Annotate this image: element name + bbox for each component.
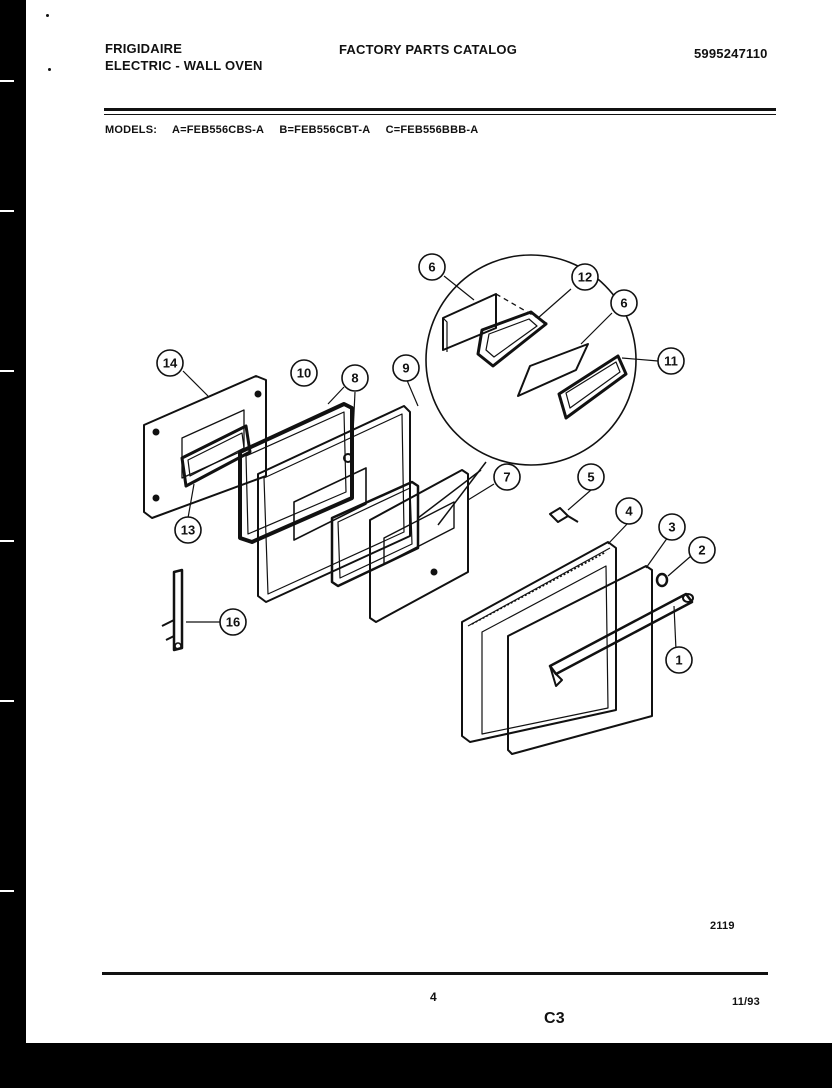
product-name: ELECTRIC - WALL OVEN <box>105 58 263 73</box>
model-c: C=FEB556BBB-A <box>385 124 479 136</box>
oven-door-front-3 <box>507 565 653 755</box>
callout-10: 10 <box>297 366 311 381</box>
model-a: A=FEB556CBS-A <box>171 124 265 136</box>
callout-6-lower: 6 <box>620 296 627 311</box>
callout-14: 14 <box>163 356 178 371</box>
model-b: B=FEB556CBT-A <box>279 124 371 136</box>
scan-speck <box>48 68 51 71</box>
page-number: 4 <box>430 990 437 1004</box>
callout-11: 11 <box>664 354 678 369</box>
catalog-title: FACTORY PARTS CATALOG <box>339 42 518 57</box>
scan-speck <box>46 14 49 17</box>
callout-9: 9 <box>402 361 409 376</box>
revision-date: 11/93 <box>732 996 760 1008</box>
detail-magnifier-circle <box>425 254 637 466</box>
door-handle-1 <box>548 592 694 687</box>
door-gasket-10 <box>238 402 354 544</box>
models-label: MODELS: <box>105 124 158 136</box>
callout-3: 3 <box>668 520 675 535</box>
brand-block: FRIGIDAIRE ELECTRIC - WALL OVEN <box>105 40 263 74</box>
parts-catalog-page: FRIGIDAIRE ELECTRIC - WALL OVEN FACTORY … <box>26 0 832 1043</box>
callout-4: 4 <box>625 504 633 519</box>
detail-glass-panel-lower <box>517 343 589 397</box>
figure-number: 2119 <box>710 920 735 932</box>
handle-spacer-2 <box>655 572 669 588</box>
detail-glass-panel-upper <box>442 293 497 352</box>
callout-2: 2 <box>698 543 705 558</box>
callout-1: 1 <box>675 653 682 668</box>
door-window-panel-7 <box>369 469 469 623</box>
detail-glass-gasket <box>476 310 548 368</box>
callout-leaders <box>182 275 692 651</box>
callout-8: 8 <box>351 371 358 386</box>
detail-glass-frame <box>557 354 628 420</box>
callout-5: 5 <box>587 470 594 485</box>
door-glass-9 <box>330 480 420 588</box>
models-line: MODELS: A=FEB556CBS-A B=FEB556CBT-A C=FE… <box>105 124 490 136</box>
callout-12: 12 <box>578 270 592 285</box>
door-hinge-16 <box>161 568 184 652</box>
footer-rule <box>102 972 768 975</box>
callout-circles <box>156 253 716 674</box>
oven-door-outer-4 <box>461 541 617 743</box>
catalog-number: 5995247110 <box>694 46 768 61</box>
section-code: C3 <box>544 1010 565 1027</box>
callout-16: 16 <box>226 615 240 630</box>
header-rule-thin <box>104 114 776 115</box>
callout-7: 7 <box>503 470 510 485</box>
header-rule <box>104 108 776 111</box>
callout-13: 13 <box>181 523 195 538</box>
handle-screw-5 <box>549 507 579 523</box>
exploded-oven-door-diagram: 1 2 3 4 5 6 6 7 8 9 10 11 12 13 14 16 <box>143 253 716 755</box>
callout-6-upper: 6 <box>428 260 435 275</box>
brand-name: FRIGIDAIRE <box>105 41 183 56</box>
